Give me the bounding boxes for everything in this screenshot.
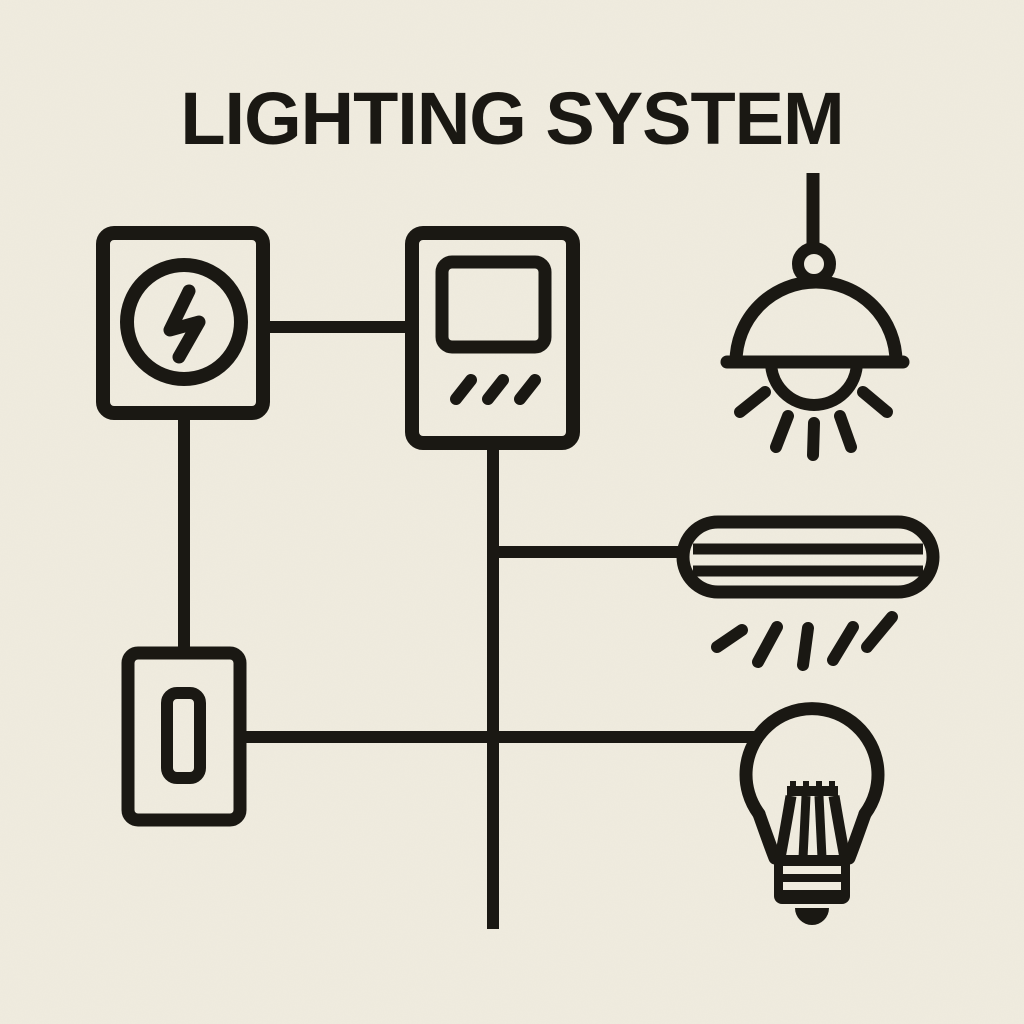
pendant-bulb (765, 356, 863, 411)
ray (734, 386, 771, 418)
ray (807, 417, 820, 461)
bulb-glass (739, 702, 885, 821)
filament-support-inner-right (814, 795, 827, 859)
lightning-bolt-icon (163, 284, 206, 364)
panel-dash-1 (450, 374, 477, 405)
power-source-icon (96, 226, 270, 420)
switch-rocker (161, 687, 206, 784)
bulb-base-body (774, 855, 850, 904)
filament-support-right (828, 795, 851, 860)
control-panel-icon (405, 226, 580, 450)
page-title: LIGHTING SYSTEM (180, 77, 843, 160)
panel-dash-2 (482, 374, 509, 405)
ray (827, 621, 859, 666)
filament-support-left (774, 795, 797, 860)
pendant-lamp-icon (720, 173, 910, 461)
pendant-light-rays (734, 386, 893, 461)
bulb-filament (774, 781, 851, 860)
ray (861, 611, 898, 653)
bulb-base-tip (795, 908, 829, 925)
bulb-base (774, 855, 850, 925)
filament-support-inner-left (798, 795, 811, 859)
bulb-base-groove (783, 882, 841, 890)
panel-outline (405, 226, 580, 450)
pendant-shade-dome (729, 275, 903, 369)
ray (797, 622, 814, 671)
fluorescent-tube-icon (676, 515, 940, 671)
power-circle (120, 258, 248, 386)
ray (711, 624, 748, 653)
ray (857, 386, 893, 418)
ray (752, 621, 783, 668)
ray (834, 410, 857, 453)
ray (770, 410, 794, 453)
power-box-outline (96, 226, 270, 420)
switch-plate (121, 646, 247, 827)
tube-light-rays (711, 611, 898, 671)
bulb-neck-left (752, 807, 782, 865)
wiring (178, 321, 762, 929)
panel-screen (435, 255, 552, 354)
light-bulb-icon (739, 702, 885, 925)
light-switch-icon (121, 646, 247, 827)
tube-outline (676, 515, 940, 599)
panel-dash-3 (514, 374, 541, 405)
bulb-base-groove (783, 866, 841, 874)
